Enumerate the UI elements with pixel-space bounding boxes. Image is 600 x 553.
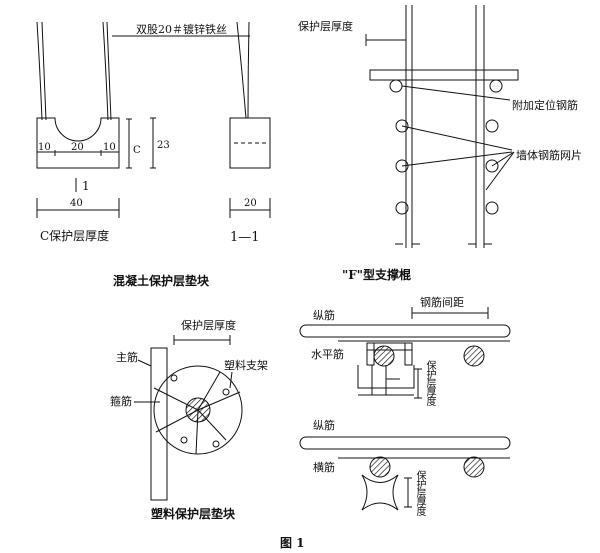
cover-thickness-label-bottom: 保护层厚度 — [181, 319, 236, 332]
cover-thickness-vertical-1: 保护层厚度 — [424, 360, 435, 405]
concrete-block-caption: 混凝土保护层垫块 — [113, 274, 210, 288]
extra-positioning-bar-label: 附加定位钢筋 — [512, 99, 578, 112]
dimension-23: 23 — [157, 140, 170, 151]
horizontal-bar-label: 水平筋 — [311, 348, 344, 361]
x-support-drawing — [299, 436, 511, 511]
wall-mesh-drawing — [365, 5, 519, 248]
dimension-c: C — [133, 145, 141, 156]
section-1-1-label: 1—1 — [230, 230, 260, 245]
dimension-40: 40 — [70, 198, 83, 209]
transverse-bar-label: 横筋 — [313, 461, 335, 474]
wall-mesh-label: 墙体钢筋网片 — [516, 149, 582, 162]
dimension-20-center: 20 — [71, 142, 84, 153]
concrete-block-section-view — [229, 21, 271, 218]
plastic-bracket-label: 塑料支架 — [224, 359, 268, 372]
longitudinal-bar-label-1: 纵筋 — [313, 309, 335, 322]
f-support-drawing — [299, 307, 511, 399]
plastic-block-caption: 塑料保护层垫块 — [151, 507, 236, 521]
dimension-10-right: 10 — [103, 142, 116, 153]
figure-caption: 图 1 — [280, 536, 305, 550]
longitudinal-bar-label-2: 纵筋 — [313, 419, 335, 432]
cover-thickness-label-top: 保护层厚度 — [298, 20, 353, 33]
stirrup-label: 箍筋 — [110, 395, 132, 408]
f-support-caption: "F"型支撑棍 — [342, 268, 412, 282]
plastic-spacer-drawing — [134, 335, 243, 501]
bar-spacing-label: 钢筋间距 — [420, 296, 464, 309]
dimension-10-left: 10 — [38, 142, 51, 153]
cover-thickness-vertical-2: 保护层厚度 — [414, 470, 425, 515]
concrete-block-front-view — [36, 21, 156, 218]
section-mark-1: 1 — [82, 179, 90, 193]
dimension-20-section: 20 — [244, 198, 257, 209]
main-bar-label: 主筋 — [116, 351, 138, 364]
cover-thickness-c-label: C保护层厚度 — [40, 229, 110, 243]
double-wire-label: 双股20＃镀锌铁丝 — [136, 23, 227, 36]
